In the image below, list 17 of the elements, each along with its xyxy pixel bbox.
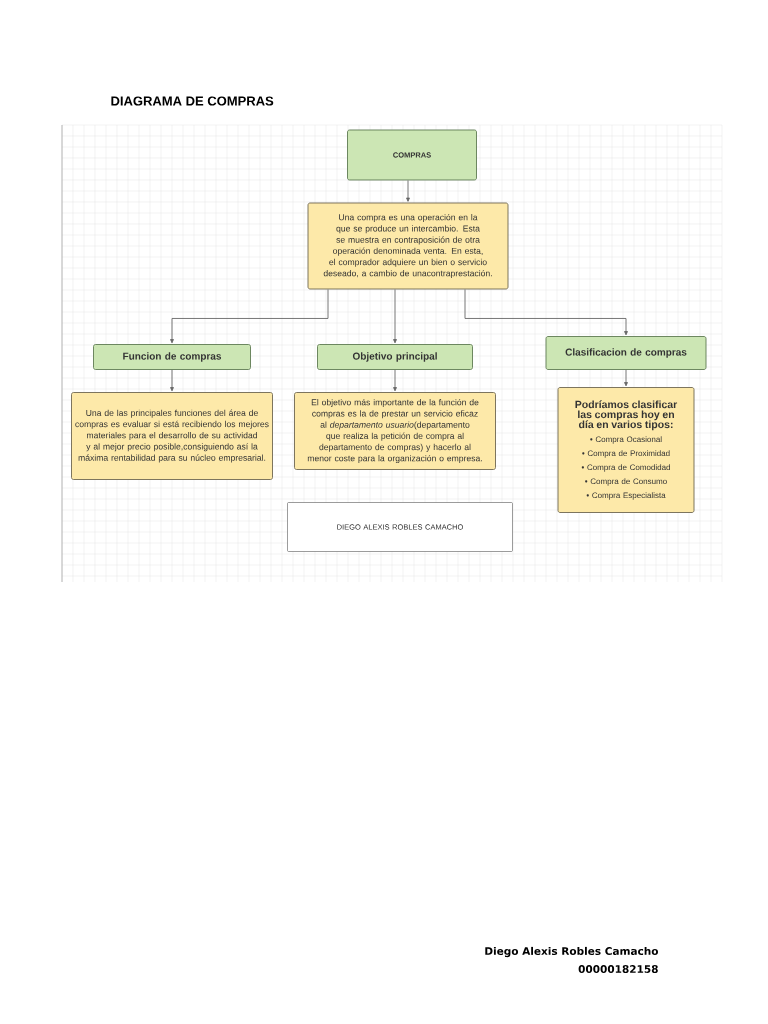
description-box: Una de las principales funciones del área de compras es evaluar si está recibiendo los mejores materiales para el desarrollo de su actividad y al mejor precio posible,consiguiendo así la máxima rentabilidad para su núcleo empresarial.: [71, 392, 273, 480]
arrow: [393, 369, 397, 392]
list-box: Podríamos clasificar las compras hoy en día en varios tipos: • Compra Ocasional • Compra de Proximidad • Compra de Comodidad • Compra de Consumo • Compra Especialista: [557, 387, 695, 513]
arrow: [393, 289, 397, 344]
author-name: Diego Alexis Robles Camacho: [485, 946, 659, 958]
arrow: [170, 369, 174, 392]
title: DIAGRAMA DE COMPRAS: [111, 96, 274, 106]
id-number: 00000182158: [578, 965, 658, 973]
process-box: Funcion de compras: [93, 344, 251, 370]
description-box: El objetivo más importante de la función de compras es la de prestar un servicio eficaz al departamento usuario(departamento que realiza la petición de compra al departamento de compras) y hacerlo al menor coste para la organización o empresa.: [294, 392, 496, 470]
description-box: Una compra es una operación en la que se produce un intercambio. Esta se muestra en contraposición de otra operación denominada venta. En esta, el comprador adquiere un bien o servicio deseado, a cambio de unacontraprestación.: [307, 202, 509, 290]
arrow: [624, 369, 628, 387]
process-box: Objetivo principal: [317, 344, 473, 370]
arrow: [464, 289, 628, 336]
arrow: [170, 289, 329, 344]
arrow: [406, 180, 410, 202]
process-box: Clasificacion de compras: [545, 336, 707, 370]
